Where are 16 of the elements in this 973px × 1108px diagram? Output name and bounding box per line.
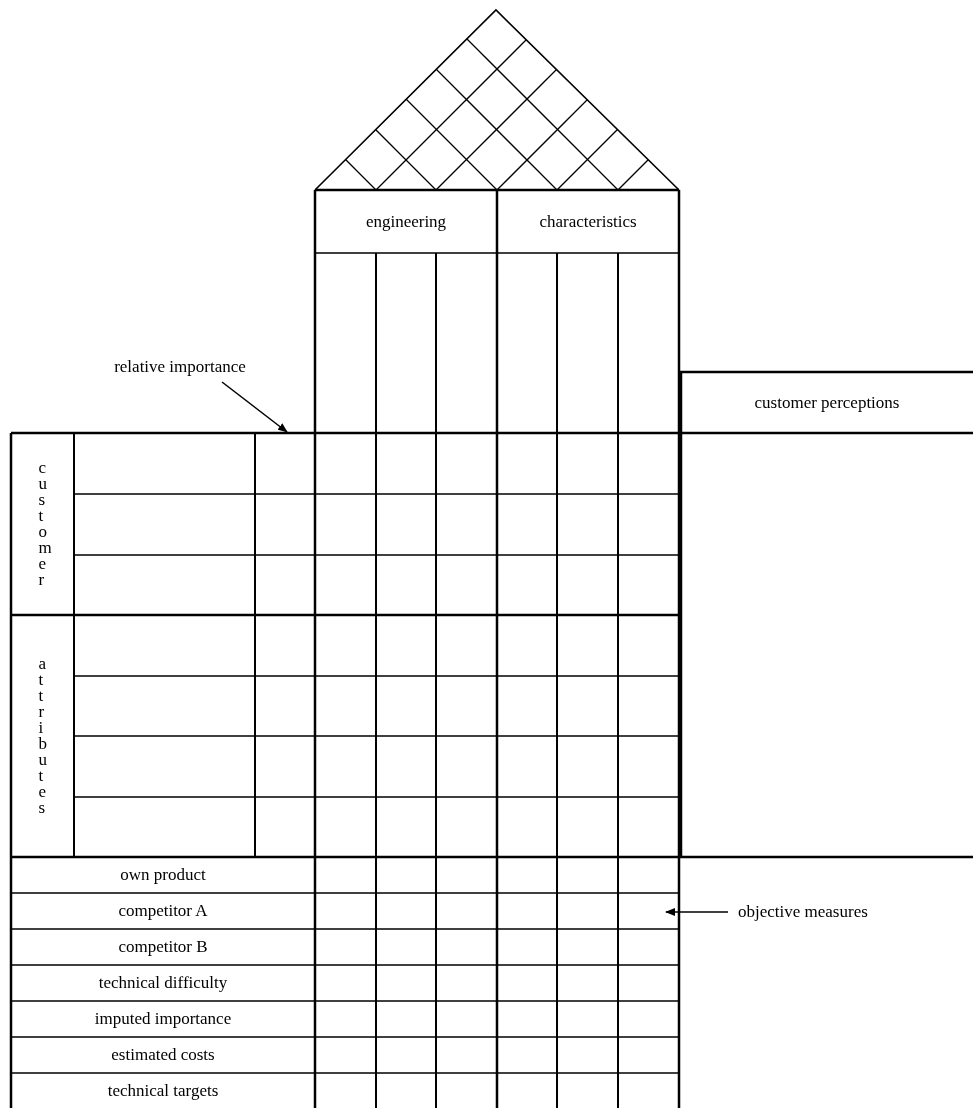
vertical-row-header: customer	[11, 433, 74, 615]
row-label: estimated costs	[11, 1037, 315, 1073]
row-label: technical targets	[11, 1073, 315, 1108]
section-header: customer perceptions	[681, 372, 973, 433]
leader-arrow	[665, 908, 729, 916]
row-label: technical difficulty	[11, 965, 315, 1001]
column-header: characteristics	[497, 190, 679, 253]
column-header: engineering	[315, 190, 497, 253]
vertical-row-header: attributes	[11, 615, 74, 857]
leader-arrow	[221, 381, 288, 433]
row-label: imputed importance	[11, 1001, 315, 1037]
row-label: competitor A	[11, 893, 315, 929]
row-label: own product	[11, 857, 315, 893]
annotation-text: objective measures	[728, 896, 958, 928]
row-label: competitor B	[11, 929, 315, 965]
annotation-text: relative importance	[75, 352, 285, 382]
